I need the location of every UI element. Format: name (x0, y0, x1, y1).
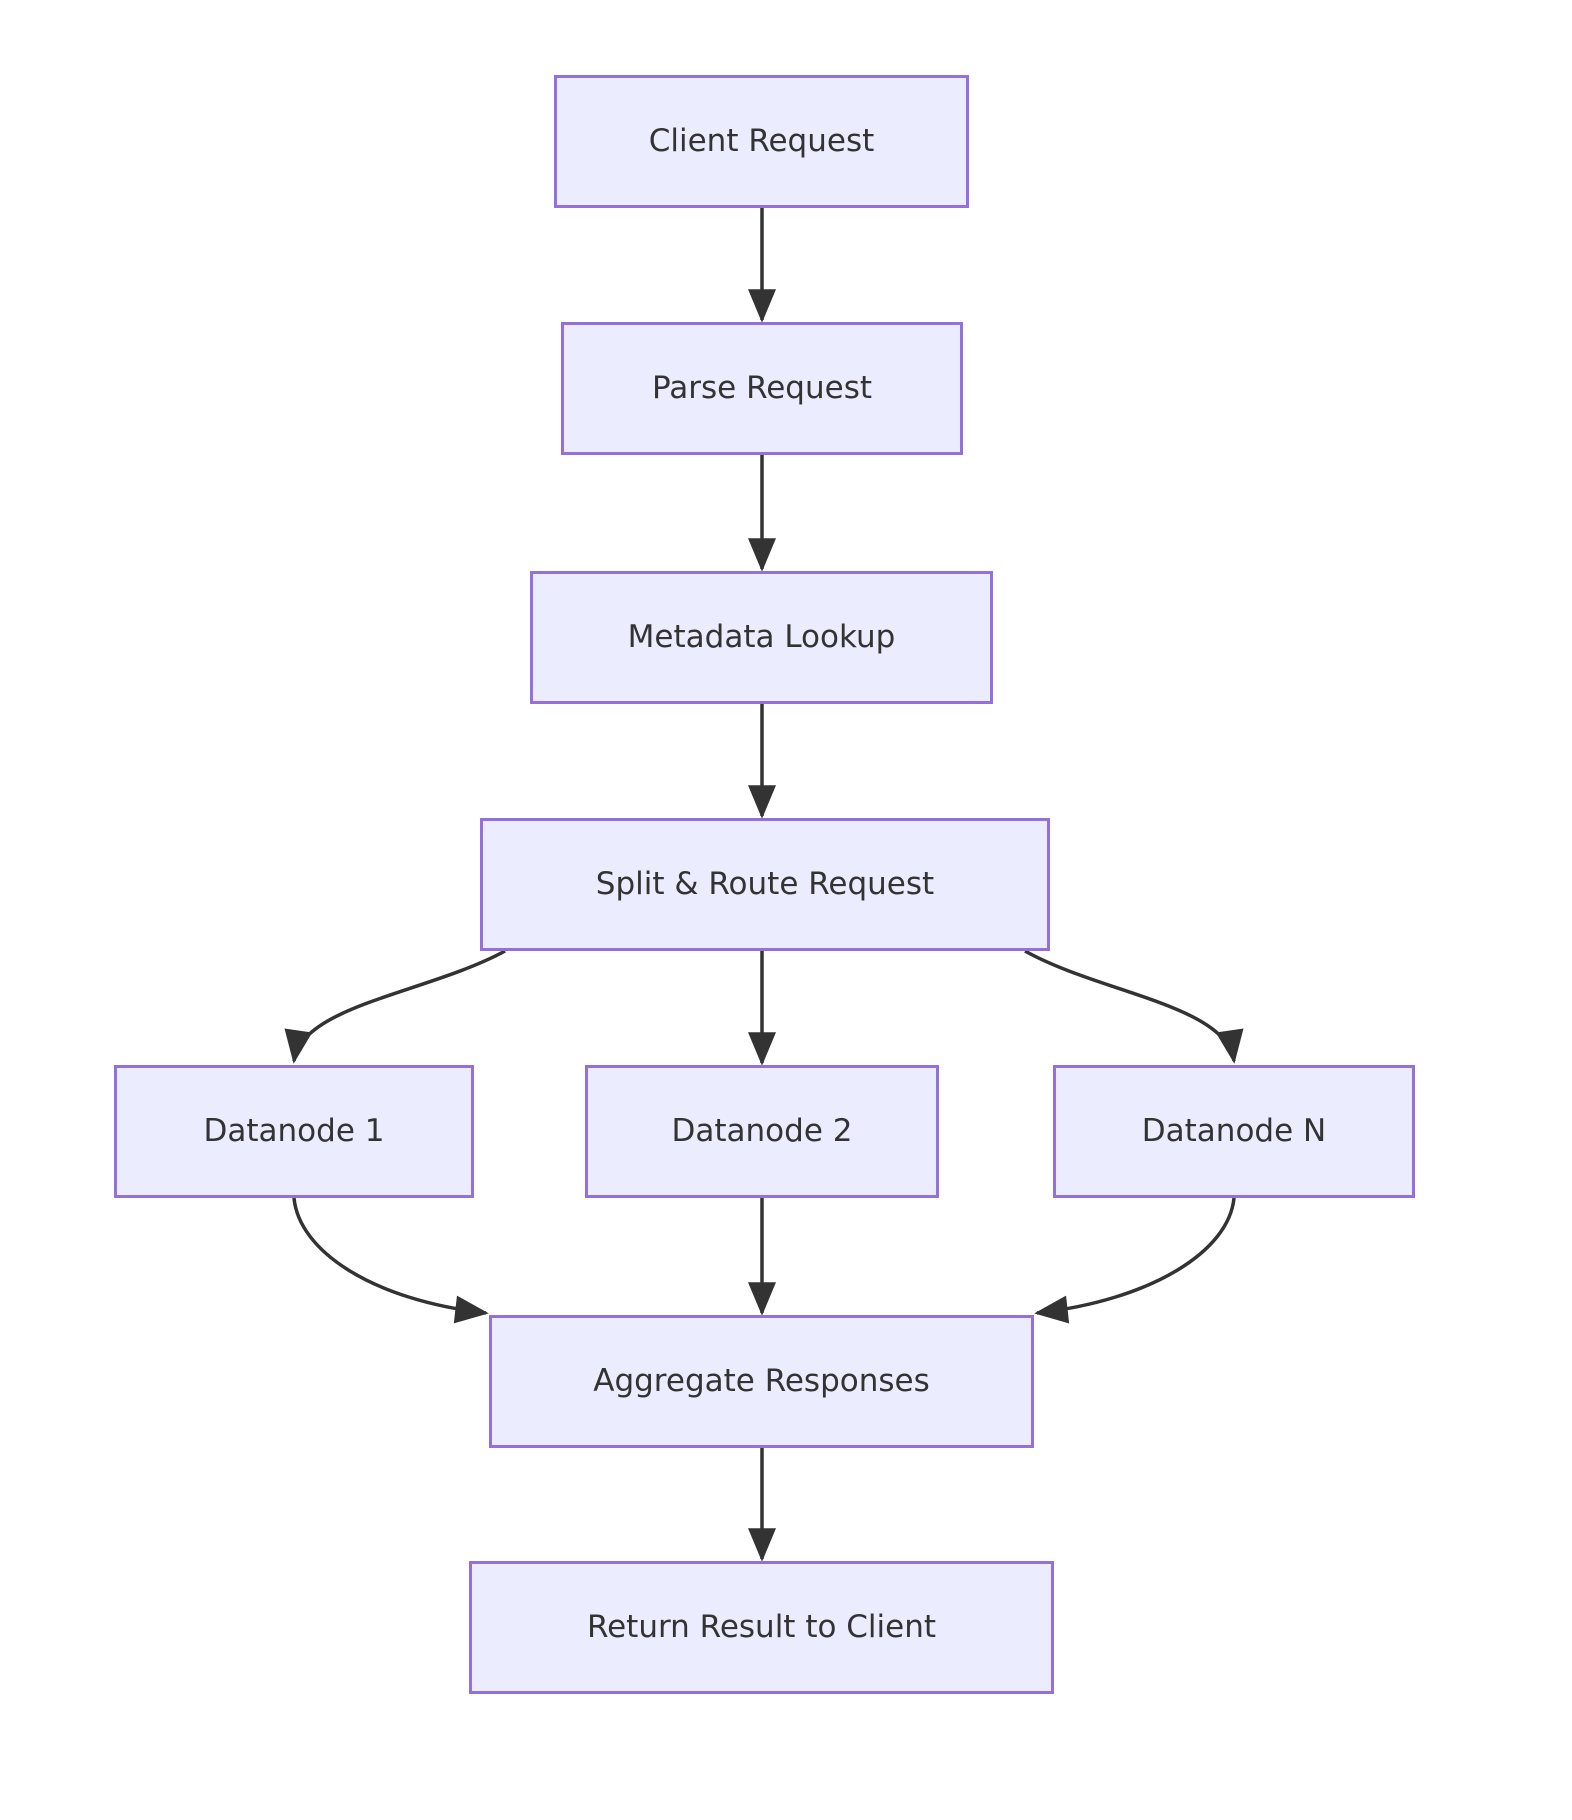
node-split-route-request: Split & Route Request (480, 818, 1050, 951)
node-return-result-to-client: Return Result to Client (469, 1561, 1054, 1694)
node-client-request-label: Client Request (648, 122, 875, 159)
edge-split-to-datanode-1 (284, 949, 506, 1064)
edge-datanode-n-to-aggregate (1034, 1197, 1236, 1324)
edge-split-to-datanode-n (1024, 949, 1244, 1064)
node-return-result-to-client-label: Return Result to Client (586, 1608, 937, 1645)
node-aggregate-responses: Aggregate Responses (489, 1315, 1034, 1448)
node-datanode-2: Datanode 2 (585, 1065, 939, 1198)
node-parse-request: Parse Request (561, 322, 963, 455)
node-metadata-lookup-label: Metadata Lookup (627, 618, 896, 655)
node-datanode-2-label: Datanode 2 (671, 1112, 853, 1149)
node-metadata-lookup: Metadata Lookup (530, 571, 993, 704)
node-datanode-n: Datanode N (1053, 1065, 1415, 1198)
node-split-route-request-label: Split & Route Request (595, 865, 935, 902)
node-aggregate-responses-label: Aggregate Responses (593, 1362, 930, 1399)
node-datanode-1: Datanode 1 (114, 1065, 474, 1198)
node-datanode-1-label: Datanode 1 (203, 1112, 385, 1149)
node-datanode-n-label: Datanode N (1141, 1112, 1327, 1149)
node-client-request: Client Request (554, 75, 969, 208)
node-parse-request-label: Parse Request (651, 369, 873, 406)
edge-datanode-1-to-aggregate (292, 1197, 489, 1324)
